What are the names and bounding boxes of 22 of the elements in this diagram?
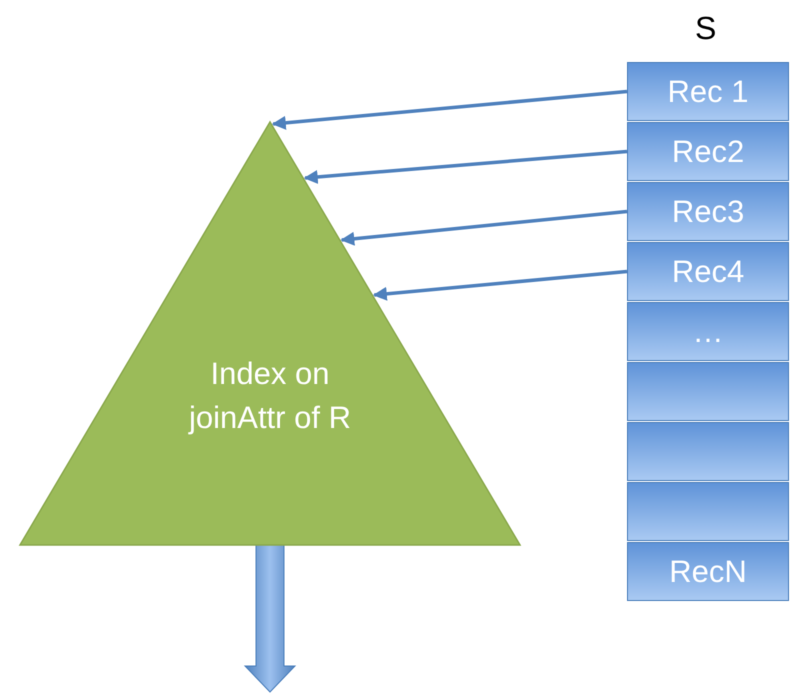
arrow	[272, 90, 628, 130]
empty-record-box	[627, 482, 789, 541]
record-label: Rec 1	[668, 74, 748, 110]
record-box	[627, 182, 789, 241]
record-box	[627, 122, 789, 181]
record-box	[627, 302, 789, 361]
index-label: Index on joinAttr of R	[187, 355, 352, 437]
arrow	[304, 150, 628, 184]
arrow	[340, 210, 628, 246]
empty-record-box	[627, 422, 789, 481]
empty-record-box	[627, 362, 789, 421]
record-label: Rec2	[672, 134, 744, 170]
arrow	[372, 270, 628, 301]
record-label: Rec3	[672, 194, 744, 230]
table-heading: S	[695, 10, 716, 47]
record-label: RecN	[669, 554, 747, 590]
record-box	[627, 62, 789, 121]
block-arrow	[244, 544, 296, 693]
record-label: Rec4	[672, 254, 744, 290]
record-box	[627, 242, 789, 301]
record-label: …	[692, 314, 724, 350]
record-box	[627, 542, 789, 601]
